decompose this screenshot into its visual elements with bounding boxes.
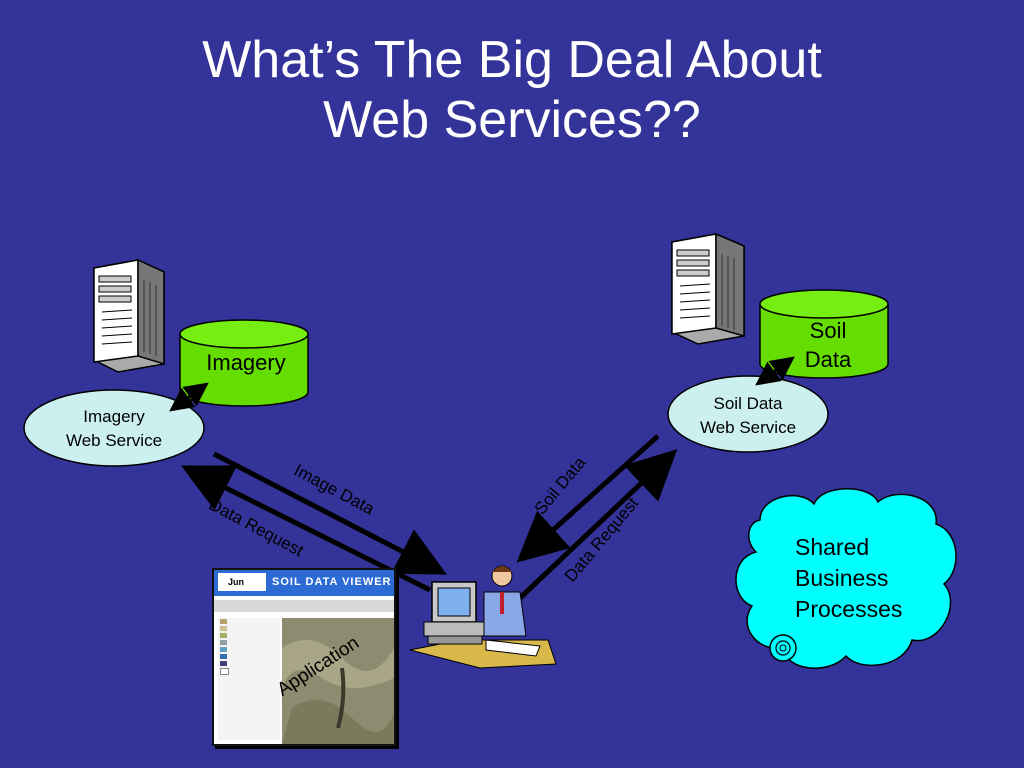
- cloud-label-line2: Business: [795, 565, 889, 591]
- soil-service-label-line1: Soil Data: [713, 394, 783, 413]
- imagery-db-label: Imagery: [206, 350, 286, 375]
- shared-processes-cloud: [735, 488, 957, 669]
- imagery-service-label-line1: Imagery: [83, 407, 145, 426]
- soil-service-label: Soil Data Web Service: [668, 392, 828, 440]
- app-map: [282, 618, 394, 744]
- soil-server-icon: [671, 232, 745, 345]
- app-brand: SOIL DATA VIEWER: [272, 576, 392, 588]
- imagery-service-label: Imagery Web Service: [34, 405, 194, 453]
- app-legend: [218, 618, 280, 740]
- cloud-label-line3: Processes: [795, 596, 903, 622]
- app-header: Jun SOIL DATA VIEWER: [214, 570, 394, 596]
- title-line-2: Web Services??: [323, 91, 701, 149]
- soil-service-label-line2: Web Service: [699, 418, 797, 437]
- imagery-server-icon: [93, 258, 165, 373]
- imagery-web-service-node: [23, 389, 205, 467]
- imagery-database-icon: [179, 319, 309, 407]
- soil-db-label: Soil Data: [772, 316, 884, 374]
- soil-db-label-line2: Data: [804, 347, 852, 372]
- app-map-texture: [282, 618, 394, 744]
- soil-db-link-arrow: [755, 356, 795, 386]
- image-data-arrow: [212, 451, 447, 575]
- soil-web-service-node: [667, 375, 829, 453]
- soil-db-label-line1: Soil: [809, 318, 847, 343]
- imagery-db-link-arrow: [169, 382, 209, 412]
- app-tabs: [214, 600, 394, 612]
- imagery-service-label-line2: Web Service: [65, 431, 163, 450]
- page-title: What’s The Big Deal About Web Services??: [0, 30, 1024, 150]
- app-date: Jun: [218, 573, 266, 591]
- data-request-right-arrow: [518, 449, 678, 600]
- cloud-label: Shared Business Processes: [795, 532, 902, 625]
- cloud-label-line1: Shared: [795, 534, 870, 560]
- user-at-computer-icon: [409, 565, 557, 669]
- title-line-1: What’s The Big Deal About: [202, 31, 822, 89]
- application-screenshot: Jun SOIL DATA VIEWER: [212, 568, 396, 746]
